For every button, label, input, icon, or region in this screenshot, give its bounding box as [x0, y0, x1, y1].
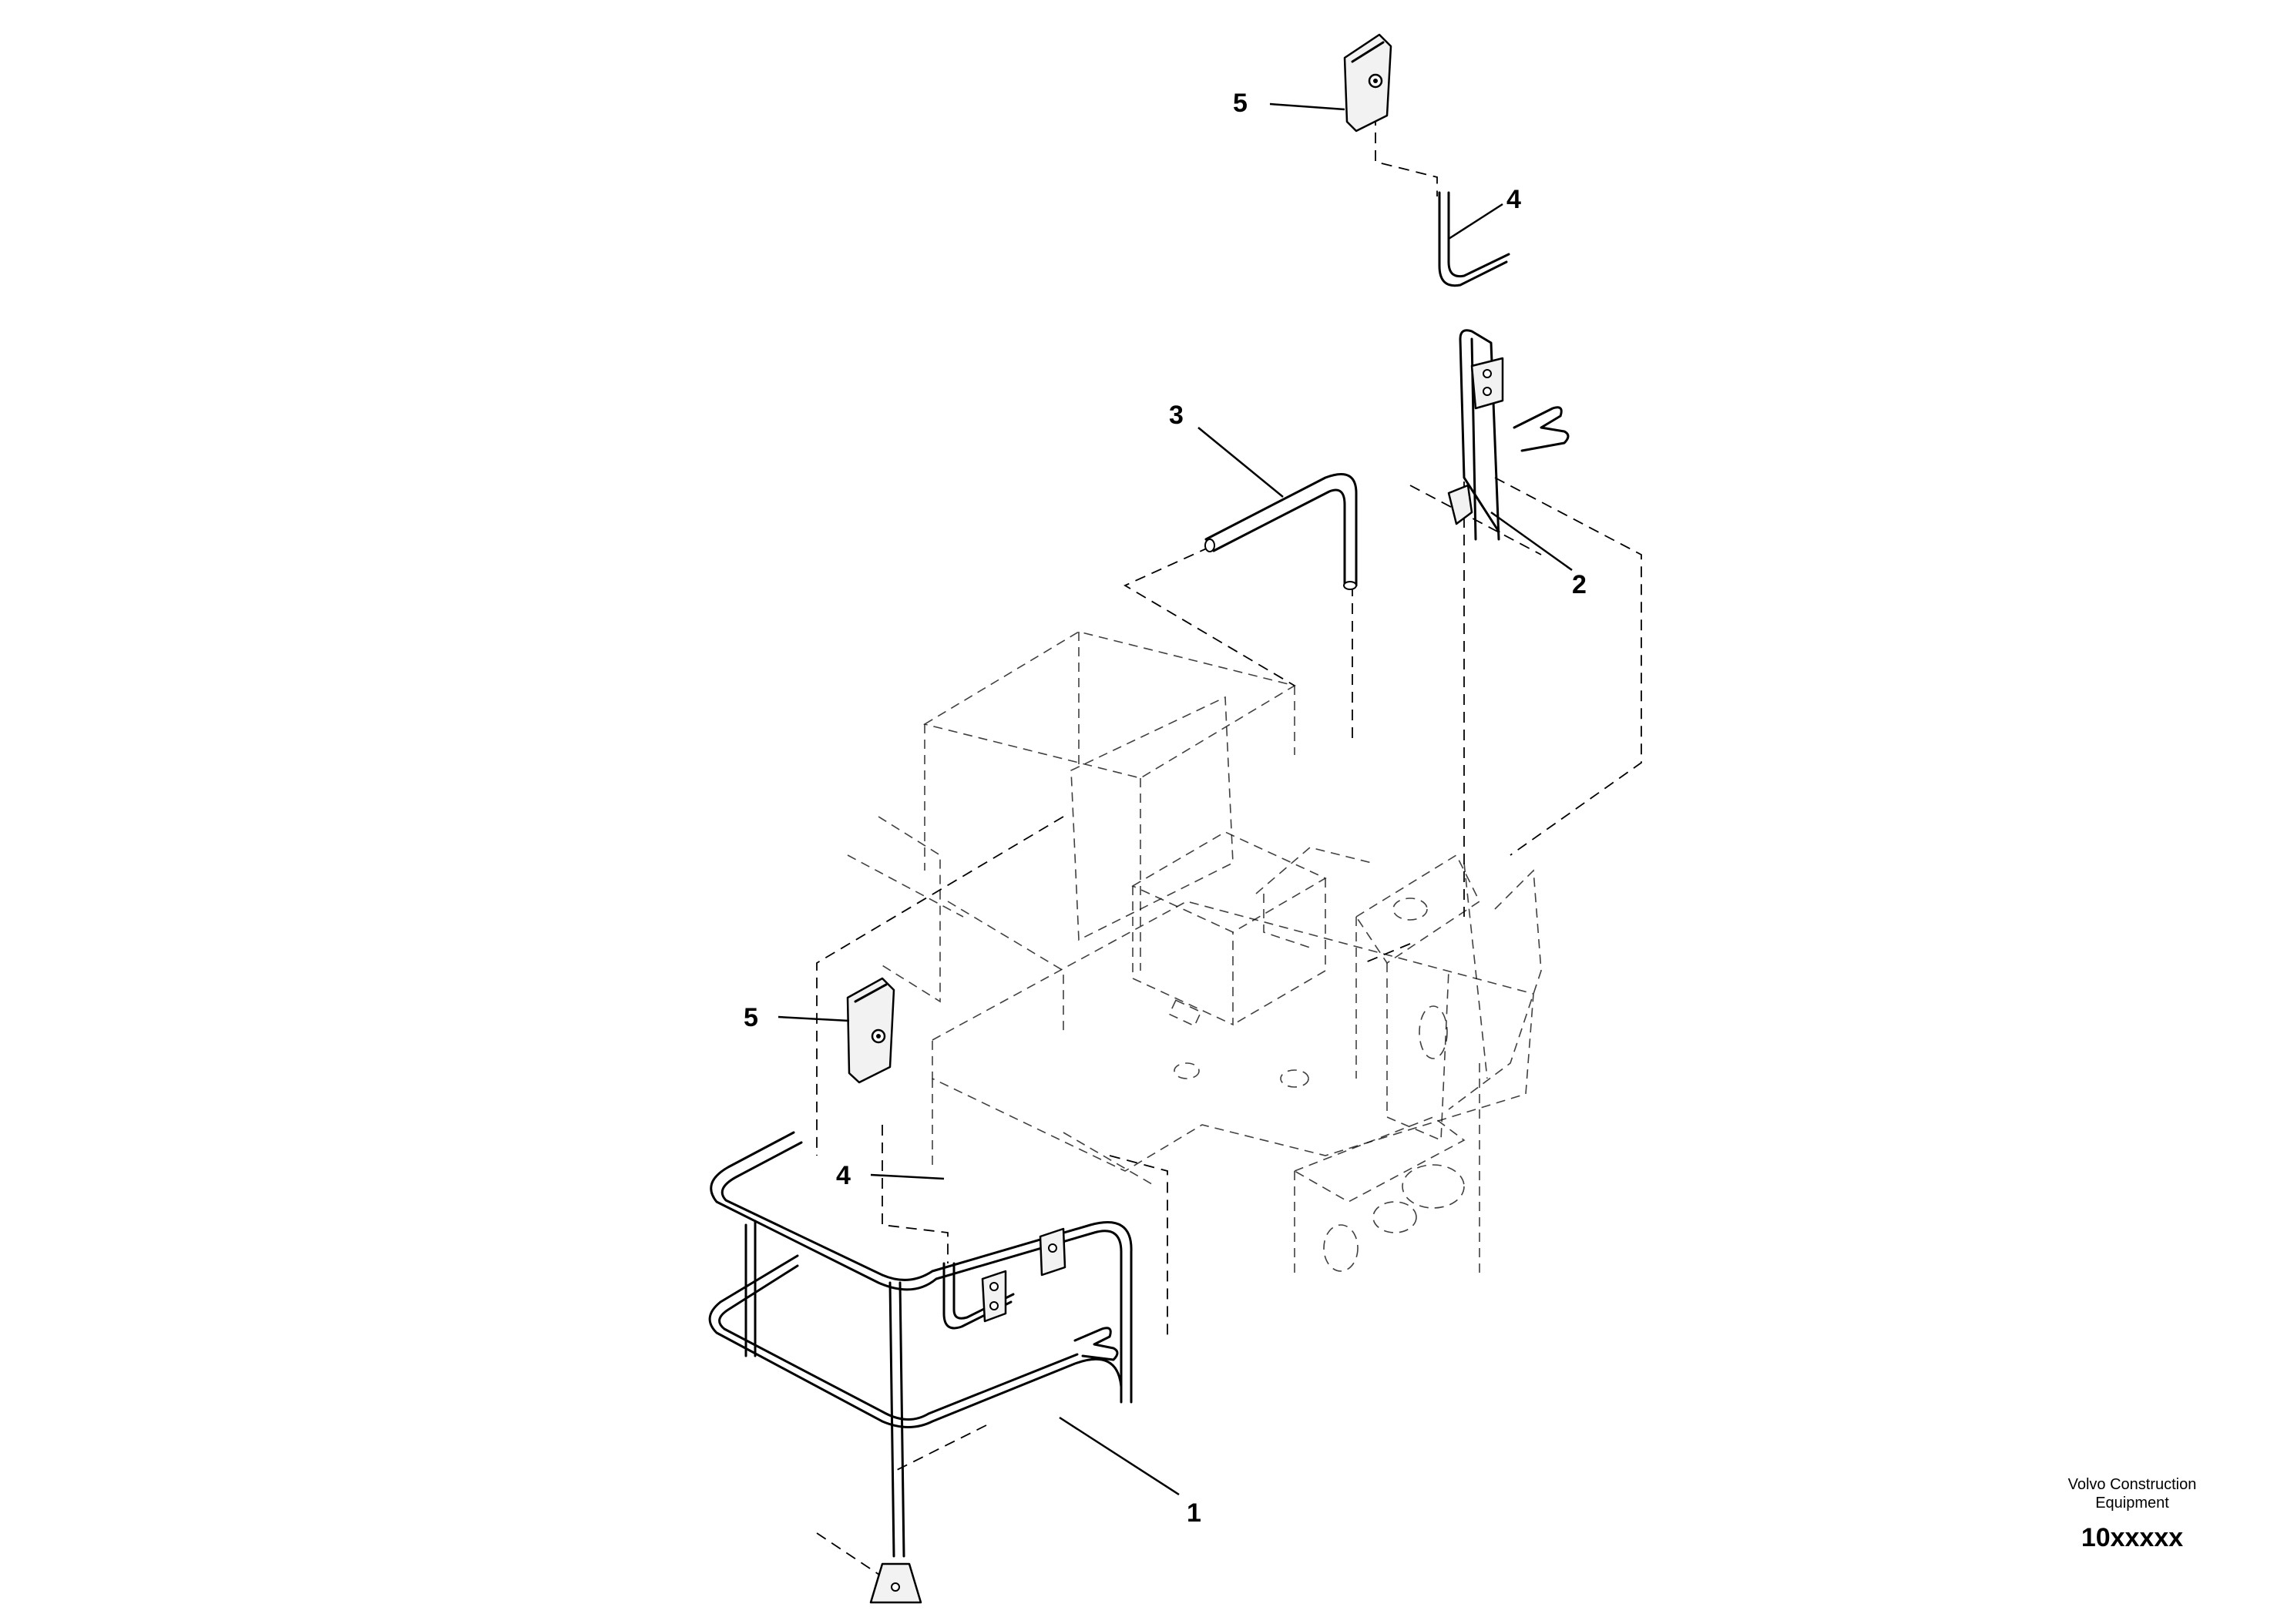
publisher-name-line2: Equipment — [2095, 1495, 2169, 1512]
mirror-left — [846, 977, 895, 1084]
callouts: 5 4 3 2 5 4 1 — [744, 89, 1587, 1528]
mirror-arm-top — [1438, 191, 1510, 287]
assembly-lines — [816, 62, 1642, 1588]
publisher-name-line1: Volvo Construction — [2067, 1476, 2197, 1493]
callout-5-top: 5 — [1233, 89, 1248, 118]
guard-frame — [708, 1131, 1133, 1604]
bent-tube — [1204, 473, 1358, 590]
grab-handle — [1447, 329, 1570, 541]
mirror-top — [1343, 33, 1392, 133]
mirror-arm-left — [942, 1262, 1015, 1330]
callout-4-top: 4 — [1506, 185, 1521, 214]
callout-5-left: 5 — [744, 1003, 758, 1032]
publisher-block: Volvo Construction Equipment 10xxxxx — [2032, 1475, 2232, 1553]
leader-lines — [778, 102, 1573, 1496]
callout-4-left: 4 — [836, 1161, 851, 1190]
callout-1: 1 — [1187, 1498, 1201, 1528]
drawing-code: 10xxxxx — [2081, 1523, 2184, 1552]
callout-2: 2 — [1572, 570, 1587, 599]
machine-frame-outline — [847, 631, 1542, 1279]
callout-3: 3 — [1169, 401, 1184, 430]
